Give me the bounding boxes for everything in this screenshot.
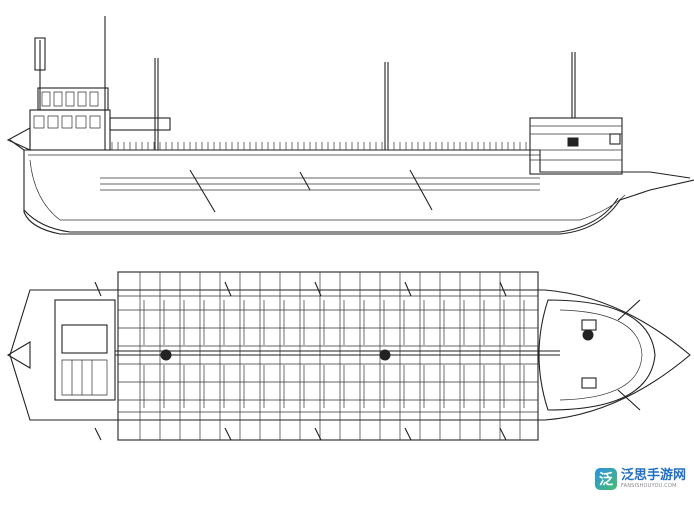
mast-step-aft xyxy=(160,349,172,361)
mast-step-mid xyxy=(379,349,391,361)
oar-bottom xyxy=(404,427,412,441)
bow-platform xyxy=(538,299,656,411)
masts xyxy=(34,16,576,150)
watermark-subtitle: FANSISHOUYOU.COM xyxy=(620,483,677,489)
stern-cabin xyxy=(6,299,116,401)
oar-top xyxy=(404,281,412,297)
rowing-benches xyxy=(118,272,538,440)
oar-top xyxy=(314,281,322,297)
site-watermark: 泛 泛思手游网 FANSISHOUYOU.COM xyxy=(594,466,686,492)
oar-bottom xyxy=(94,427,102,441)
oar-bottom xyxy=(499,427,507,441)
watermark-title: 泛思手游网 xyxy=(620,468,686,483)
oar-top xyxy=(224,281,232,297)
deck-plan-view xyxy=(6,271,691,441)
oar-bottom xyxy=(224,427,232,441)
oar-top xyxy=(499,281,507,297)
side-elevation-view xyxy=(6,16,694,235)
railing xyxy=(111,142,527,150)
hull-outline xyxy=(9,139,694,235)
side-oars xyxy=(94,281,507,441)
oar-bottom xyxy=(314,427,322,441)
mast-step-fore xyxy=(582,329,594,341)
deck-hull-outline xyxy=(9,289,691,421)
oars xyxy=(189,169,433,213)
oar-top xyxy=(94,281,102,297)
stern-castle xyxy=(6,87,171,151)
hull-keel xyxy=(23,197,619,233)
watermark-logo-icon: 泛 xyxy=(594,468,617,490)
bow-castle xyxy=(529,117,623,175)
